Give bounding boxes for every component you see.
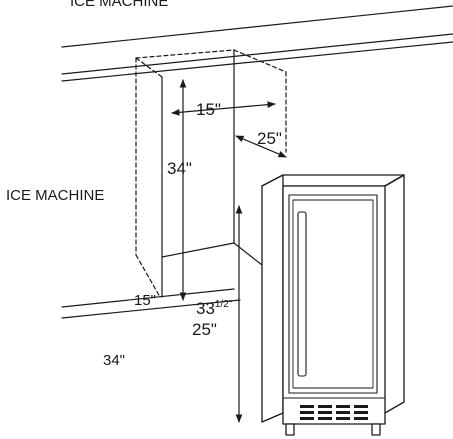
top-title: ICE MACHINE	[70, 0, 169, 10]
door-handle	[297, 211, 307, 377]
upper-cabinet-edge-bottom	[61, 41, 453, 82]
unit-height-label: 331/2"	[196, 299, 233, 318]
unit-depth-label: 25"	[192, 320, 217, 339]
opening-right-floor	[233, 242, 263, 266]
vent-grille	[300, 405, 368, 420]
base-width-label: 15"	[134, 292, 157, 309]
side-title: ICE MACHINE	[6, 187, 105, 204]
floor-edge-top	[61, 288, 235, 308]
upper-cabinet-edge	[61, 5, 453, 48]
ice-machine-unit	[261, 174, 405, 436]
width-dimension-line	[171, 101, 276, 116]
depth-dimension-label: 25"	[257, 129, 282, 148]
floor-edge-bottom	[61, 299, 241, 319]
unit-height-main: 33	[196, 299, 215, 318]
width-dimension-label: 15"	[196, 100, 221, 119]
depth-dimension-line	[235, 135, 287, 158]
unit-height-fraction: 1/2"	[214, 299, 233, 310]
upper-cabinet-edge-lower	[61, 33, 453, 75]
extra-height-label: 34"	[103, 352, 126, 369]
height-dimension-label: 34"	[167, 159, 192, 178]
opening-back-floor	[161, 242, 235, 258]
